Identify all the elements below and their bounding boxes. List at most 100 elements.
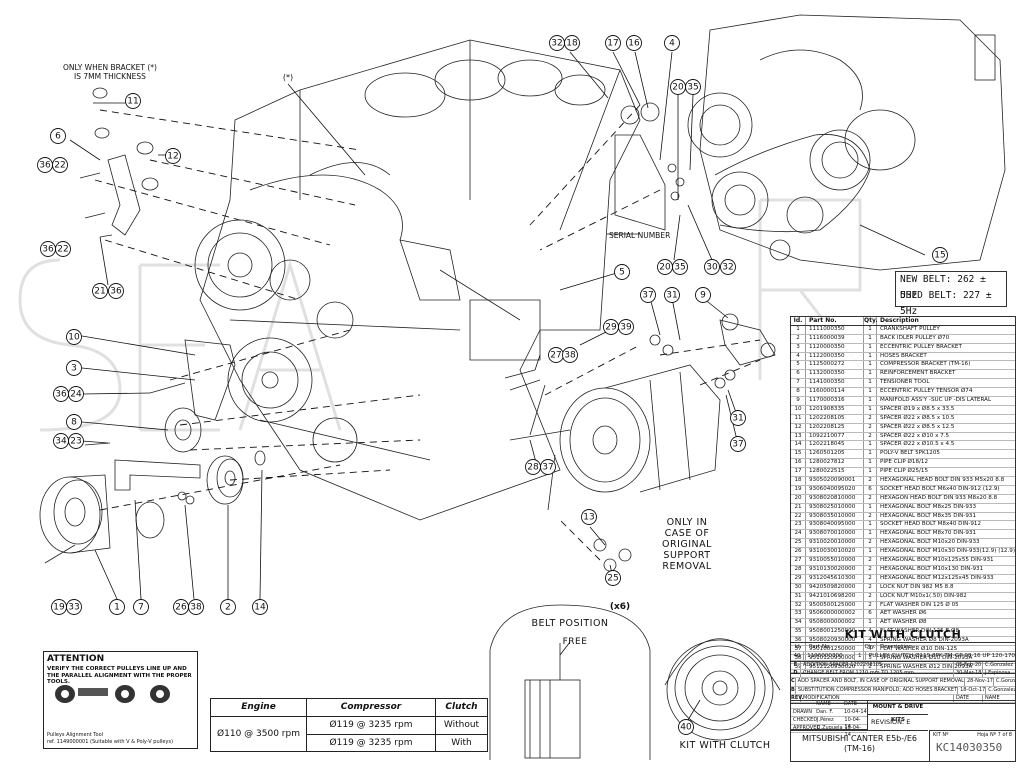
table-cell: 1 [855,652,866,660]
callout-circle [220,599,236,615]
table-cell: 33 [791,610,806,619]
callout-c37a: 37 [640,287,656,303]
callout-number: 8 [71,418,77,428]
callout-circle [564,35,580,51]
table-cell: 34 [791,619,806,628]
table-cell: 9 [791,397,806,405]
table-cell: ADDITION SPACER 1202208105 [801,662,954,670]
kit-number-label: KIT Nº [933,732,949,738]
table-cell: J.Espinosa [985,670,1011,677]
callout-c35b: 35 [672,259,688,275]
table-cell: 6 [791,370,806,379]
callout-c34: 34 [53,433,69,449]
callout-number: 11 [127,97,138,107]
table-cell: 9420509820000 [806,583,864,592]
callout-number: 36 [42,245,54,255]
callout-circle [730,436,746,452]
table-cell: 1 [864,325,877,334]
table-cell: 35 [791,628,806,637]
callout-number: 38 [190,603,202,613]
callout-c20a: 20 [670,79,686,95]
asterisk-note: (*) [283,73,293,82]
signature-cell: 10-04-14 [843,709,867,715]
table-cell: 9310030010020 [806,548,864,557]
bracket-note-line2: IS 7MM THICKNESS [74,72,146,81]
table-cell: SOCKET HEAD BOLT M8x40 DIN-912 [880,521,982,528]
table-cell: 1 [864,441,877,450]
callout-c36c: 36 [108,283,124,299]
free-label: FREE [562,637,588,647]
callout-number: 1 [114,603,120,613]
callout-c10: 10 [66,329,82,345]
callout-c24: 24 [68,386,84,402]
attention-ref: ref. 1149000001 (Suitable with V & Poly-… [47,739,174,745]
reinforcement-bracket [79,87,159,238]
callout-circle [605,35,621,51]
callout-c2: 2 [220,599,236,615]
callout-number: 22 [54,161,65,171]
signature-cell: Dan. F. [816,709,834,715]
signature-cell: CHECKED [793,717,818,723]
table-cell: 1132000350 [806,370,864,379]
table-cell: Part No. [806,643,864,651]
callout-c12: 12 [165,148,181,164]
callout-number: 16 [628,39,640,49]
original-support-note: ONLY IN CASE OF ORIGINAL SUPPORT REMOVAL [652,517,722,572]
table-cell: 40 [791,652,805,660]
table-cell: 31 [791,592,806,601]
bolts [44,334,736,572]
table-cell: 9310055010000 [806,557,864,565]
spec-header-compressor: Compressor [307,699,436,716]
callout-circle [640,287,656,303]
revision-label: REVISION: E [871,718,911,726]
callout-circle [68,386,84,402]
assembled-view [687,14,1006,271]
table-cell: ADD SPACER AND BOLT, IN CASE OF ORIGINAL… [797,678,965,686]
callout-c40: 40 [678,719,694,735]
callout-circle [52,157,68,173]
table-cell: 32 [791,601,806,610]
signature-cell: 10-04-14 [844,725,861,738]
spec-row: Ø119 @ 3235 rpm Without [307,717,487,735]
spec-compressor-value: Ø119 @ 3235 rpm [307,735,436,751]
callout-number: 18 [566,39,578,49]
compressor [559,364,721,493]
table-cell: 1116000039 [806,334,864,343]
table-cell: 26 [791,548,806,557]
table-cell: 5 [791,361,806,370]
serial-number-label: SERIAL NUMBER [609,231,670,240]
callout-number: 30 [706,263,718,273]
belt-frequency-box: NEW BELT: 262 ± 5Hz USED BELT: 227 ± 5Hz [895,271,1007,317]
table-cell: 17 [791,468,806,477]
table-cell: 1 [791,325,806,334]
table-cell: 1 [864,530,877,539]
callout-number: 37 [642,291,653,301]
table-cell: CHANGE BELT FROM 1210 mm TO 1205 mm. [801,670,954,678]
callout-c16: 16 [626,35,642,51]
table-cell: ECCENTRIC PULLEY TENSOR Ø74 [880,388,973,395]
callout-number: 4 [669,39,675,49]
callout-number: 35 [687,83,698,93]
table-cell: 15 [791,450,806,459]
callout-c31b: 31 [730,410,746,426]
callout-number: 10 [68,333,80,343]
drawing-title: MITSUBISHI CANTER E5b-/E6 (TM-16) [791,730,928,764]
callout-c35a: 35 [685,79,701,95]
table-cell: SPRING WASHER Ø12 DIN-2093A [880,663,973,670]
callout-c9: 9 [695,287,711,303]
callout-c37b: 37 [730,436,746,452]
callout-circle [109,599,125,615]
callout-circle [252,599,268,615]
callout-c28: 28 [525,459,541,475]
